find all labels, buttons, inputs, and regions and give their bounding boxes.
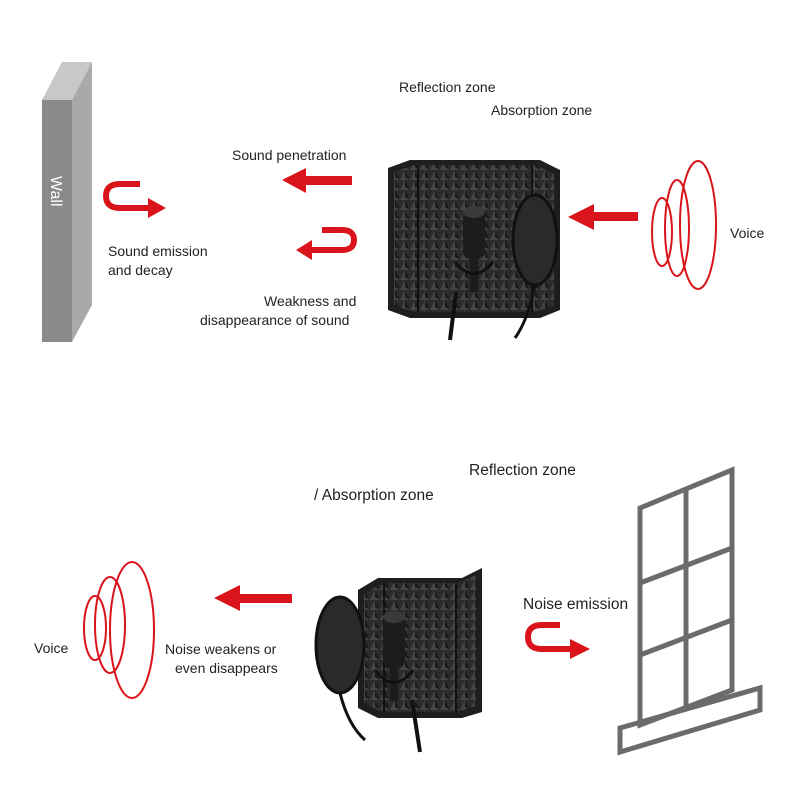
voice-label-bottom: Voice xyxy=(34,640,69,656)
weakness-label-1: Weakness and xyxy=(264,293,357,309)
reflection-zone-label-top: Reflection zone xyxy=(399,79,496,95)
absorption-zone-label-bottom: / Absorption zone xyxy=(314,487,434,504)
isolation-shield-bottom xyxy=(358,568,482,718)
sound-penetration-label: Sound penetration xyxy=(232,147,347,163)
noise-weakens-label-2: even disappears xyxy=(175,660,278,676)
sound-emission-label-2: and decay xyxy=(108,262,173,278)
u-turn-arrow-wall xyxy=(102,181,150,211)
noise-weakens-label-1: Noise weakens or xyxy=(165,641,277,657)
voice-arrow-top xyxy=(568,204,638,230)
u-turn-arrow-shield xyxy=(310,227,358,253)
u-turn-arrowhead-shield xyxy=(296,240,312,260)
sound-penetration-arrow xyxy=(282,168,352,193)
u-turn-arrowhead-wall xyxy=(148,198,166,218)
pop-filter-bottom xyxy=(314,595,367,742)
reflection-zone-label-bottom: Reflection zone xyxy=(469,462,576,479)
voice-arrow-bottom xyxy=(214,585,292,611)
microphone-bottom xyxy=(373,611,422,753)
u-turn-arrowhead-window xyxy=(570,639,590,659)
u-turn-arrow-window xyxy=(524,622,572,652)
sound-emission-label-1: Sound emission xyxy=(108,243,208,259)
voice-waves-top xyxy=(651,160,717,290)
absorption-zone-label-top: Absorption zone xyxy=(491,102,593,118)
window xyxy=(617,466,763,756)
microphone-top xyxy=(448,206,495,341)
voice-waves-bottom xyxy=(83,561,155,699)
wall-label: Wall xyxy=(47,176,64,207)
voice-label-top: Voice xyxy=(730,225,765,241)
wall xyxy=(42,62,92,342)
weakness-label-2: disappearance of sound xyxy=(200,312,350,328)
noise-emission-label: Noise emission xyxy=(523,596,629,613)
pop-filter-top xyxy=(511,193,559,339)
